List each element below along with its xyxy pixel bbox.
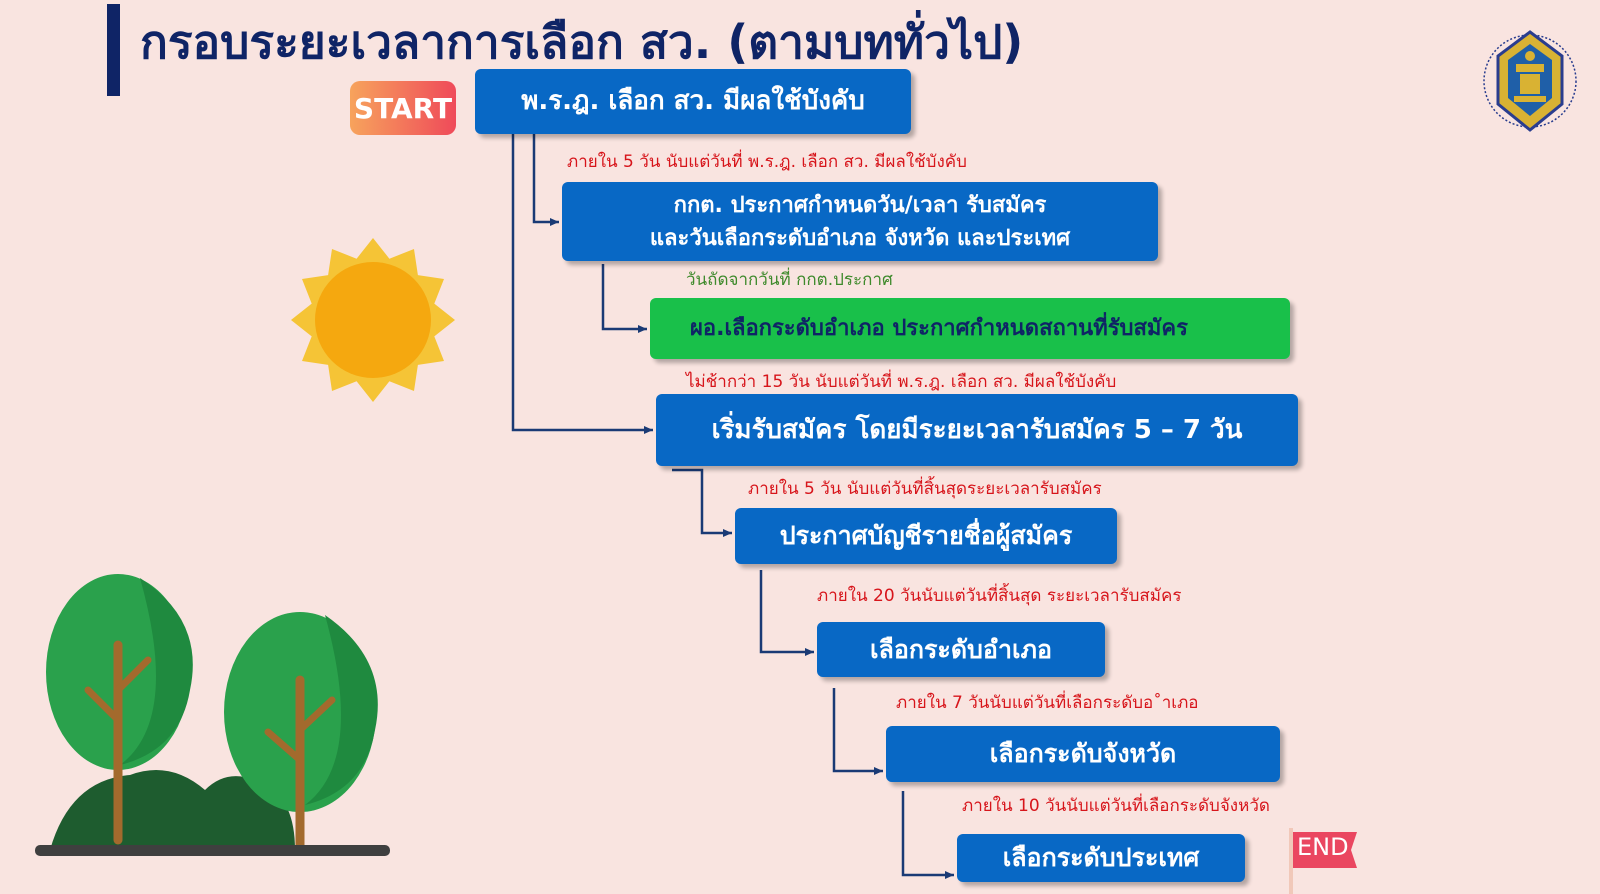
step-district-director-announce-venue: ผอ.เลือกระดับอำเภอ ประกาศกำหนดสถานที่รับ…	[650, 298, 1290, 359]
end-flag-icon: END	[1287, 828, 1359, 894]
step-provincial-level-election: เลือกระดับจังหวัด	[886, 726, 1280, 782]
ect-seal-logo	[1483, 30, 1577, 132]
connector-7-8	[901, 791, 954, 879]
start-badge: START	[350, 81, 456, 135]
timing-note-2: วันถัดจากวันที่ กกต.ประกาศ	[686, 270, 893, 290]
connector-2-3	[601, 264, 647, 333]
connector-1-2	[532, 134, 559, 226]
end-label: END	[1297, 833, 1349, 861]
timing-note-4: ภายใน 5 วัน นับแต่วันที่สิ้นสุดระยะเวลาร…	[748, 479, 1102, 499]
page-title: กรอบระยะเวลาการเลือก สว. (ตามบททั่วไป)	[140, 15, 1024, 69]
trees-illustration	[35, 574, 390, 856]
step-ect-announce-schedule: กกต. ประกาศกำหนดวัน/เวลา รับสมัคร และวัน…	[562, 182, 1158, 261]
step-start-registration: เริ่มรับสมัคร โดยมีระยะเวลารับสมัคร 5 – …	[656, 394, 1298, 466]
connector-6-7	[832, 688, 883, 775]
timing-note-1: ภายใน 5 วัน นับแต่วันที่ พ.ร.ฎ. เลือก สว…	[567, 152, 967, 172]
timing-note-7: ภายใน 10 วันนับแต่วันที่เลือกระดับจังหวั…	[962, 796, 1270, 816]
timing-note-6: ภายใน 7 วันนับแต่วันที่เลือกระดับอ˚าเภอ	[896, 693, 1199, 713]
sun-icon	[291, 238, 455, 402]
step-district-level-election: เลือกระดับอำเภอ	[817, 622, 1105, 677]
connector-1-4	[511, 134, 653, 434]
timing-note-5: ภายใน 20 วันนับแต่วันที่สิ้นสุด ระยะเวลา…	[817, 586, 1182, 606]
title-accent-bar	[107, 4, 120, 96]
step-announce-candidate-list: ประกาศบัญชีรายชื่อผู้สมัคร	[735, 508, 1117, 564]
connector-4-5	[672, 468, 732, 537]
connector-5-6	[759, 570, 814, 656]
step-national-level-election: เลือกระดับประเทศ	[957, 834, 1245, 882]
timing-note-3: ไม่ช้ากว่า 15 วัน นับแต่วันที่ พ.ร.ฎ. เล…	[686, 372, 1117, 392]
step-decree-effective: พ.ร.ฎ. เลือก สว. มีผลใช้บังคับ	[475, 69, 911, 134]
